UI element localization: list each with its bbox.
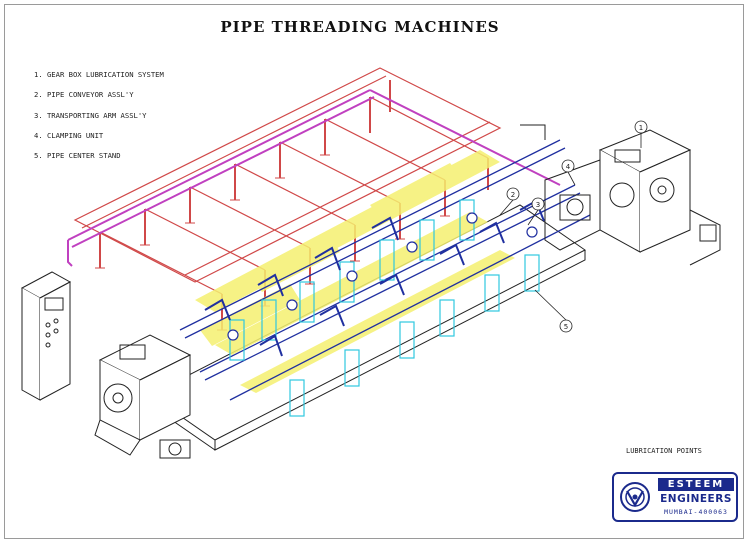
logo-emblem-icon xyxy=(620,482,650,512)
right-gearbox xyxy=(520,124,721,266)
lubrication-lines xyxy=(67,89,561,267)
callout-2 xyxy=(506,187,520,201)
callout-4 xyxy=(561,159,575,173)
logo-city: MUMBAI-400063 xyxy=(664,508,728,516)
logo-name: ESTEEM xyxy=(658,478,734,491)
overhead-rack xyxy=(73,67,502,331)
control-panel xyxy=(20,271,72,401)
legend-item: 1. GEAR BOX LUBRICATION SYSTEM xyxy=(34,70,164,79)
pipe-center-stands xyxy=(229,199,540,417)
drawing-frame xyxy=(4,4,744,539)
callout-number: 4 xyxy=(566,163,571,171)
legend-list: 1. GEAR BOX LUBRICATION SYSTEM 2. PIPE C… xyxy=(34,70,164,171)
logo-subtitle: ENGINEERS xyxy=(660,493,732,505)
lubrication-points-label: LUBRICATION POINTS xyxy=(626,447,702,455)
legend-item: 3. TRANSPORTING ARM ASSL'Y xyxy=(34,110,147,120)
callout-numbers: 1 2 3 4 5 xyxy=(511,124,643,331)
callout-number: 5 xyxy=(564,323,568,331)
company-logo: ESTEEM ENGINEERS MUMBAI-400063 xyxy=(612,472,738,522)
legend-item: 5. PIPE CENTER STAND xyxy=(34,151,121,161)
conveyor-pipes xyxy=(179,139,591,401)
callout-5 xyxy=(559,319,573,333)
arm-pivots xyxy=(227,212,538,341)
callout-3 xyxy=(531,197,545,211)
callout-number: 2 xyxy=(511,191,515,199)
left-gearbox xyxy=(94,334,192,459)
callouts xyxy=(499,120,648,333)
legend-item: 2. PIPE CONVEYOR ASSL'Y xyxy=(34,90,134,100)
callout-1 xyxy=(634,120,648,134)
callout-number: 3 xyxy=(536,201,540,209)
callout-number: 1 xyxy=(639,124,643,132)
page-title: PIPE THREADING MACHINES xyxy=(220,18,500,36)
legend-item: 4. CLAMPING UNIT xyxy=(34,130,104,140)
